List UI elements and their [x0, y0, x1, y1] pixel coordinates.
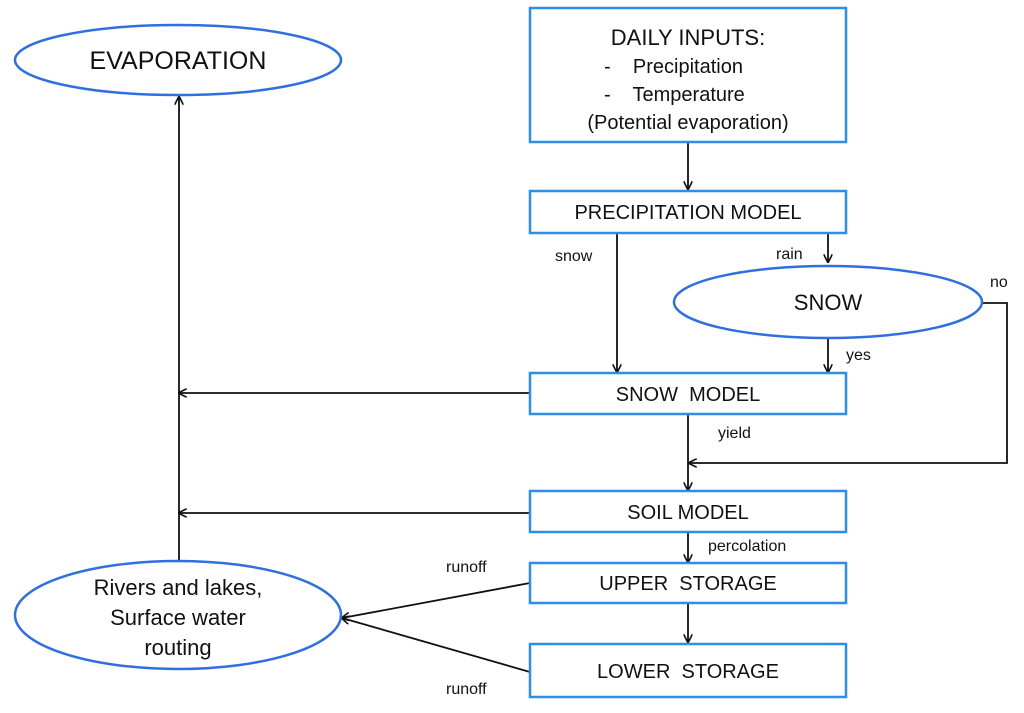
evaporation-label: EVAPORATION: [90, 47, 267, 75]
node-snow-model: SNOW MODEL: [528, 371, 848, 416]
edge-label-runoff-lower: runoff: [446, 681, 487, 698]
lower-storage-label: LOWER STORAGE: [597, 661, 779, 683]
daily-inputs-note: (Potential evaporation): [587, 112, 788, 134]
edge-labels: snow rain no yes yield percolation runof…: [446, 246, 1008, 698]
daily-inputs-item-temperature: - Temperature: [604, 84, 745, 106]
node-lower-storage: LOWER STORAGE: [528, 642, 848, 699]
daily-inputs-item-precipitation: - Precipitation: [604, 56, 743, 78]
node-daily-inputs: DAILY INPUTS: - Precipitation - Temperat…: [528, 6, 848, 144]
node-soil-model: SOIL MODEL: [528, 489, 848, 534]
edge-label-yes: yes: [846, 347, 871, 364]
rivers-label-line-2: Surface water: [110, 605, 246, 630]
upper-storage-label: UPPER STORAGE: [599, 573, 776, 595]
edge-label-snow: snow: [555, 248, 593, 265]
edge-snow-no: [689, 302, 1008, 463]
node-rivers-and-lakes: Rivers and lakes, Surface water routing: [13, 559, 343, 671]
edge-lower-to-rivers: [342, 618, 531, 673]
edge-label-no: no: [990, 274, 1008, 291]
rivers-label-line-3: routing: [144, 635, 211, 660]
edge-label-yield: yield: [718, 425, 751, 442]
edge-label-percolation: percolation: [708, 538, 786, 555]
node-precipitation-model: PRECIPITATION MODEL: [528, 189, 848, 235]
node-evaporation: EVAPORATION: [13, 23, 343, 97]
edge-upper-to-rivers: [342, 582, 531, 618]
node-snow: SNOW: [672, 264, 984, 340]
node-upper-storage: UPPER STORAGE: [528, 561, 848, 605]
snow-model-label: SNOW MODEL: [616, 384, 760, 406]
edge-label-rain: rain: [776, 246, 803, 263]
edges: [179, 97, 1008, 673]
snow-label: SNOW: [794, 290, 863, 315]
soil-model-label: SOIL MODEL: [627, 502, 749, 524]
rivers-label-line-1: Rivers and lakes,: [94, 575, 263, 600]
precipitation-model-label: PRECIPITATION MODEL: [574, 202, 801, 224]
daily-inputs-title: DAILY INPUTS:: [611, 25, 765, 50]
edge-label-runoff-upper: runoff: [446, 559, 487, 576]
